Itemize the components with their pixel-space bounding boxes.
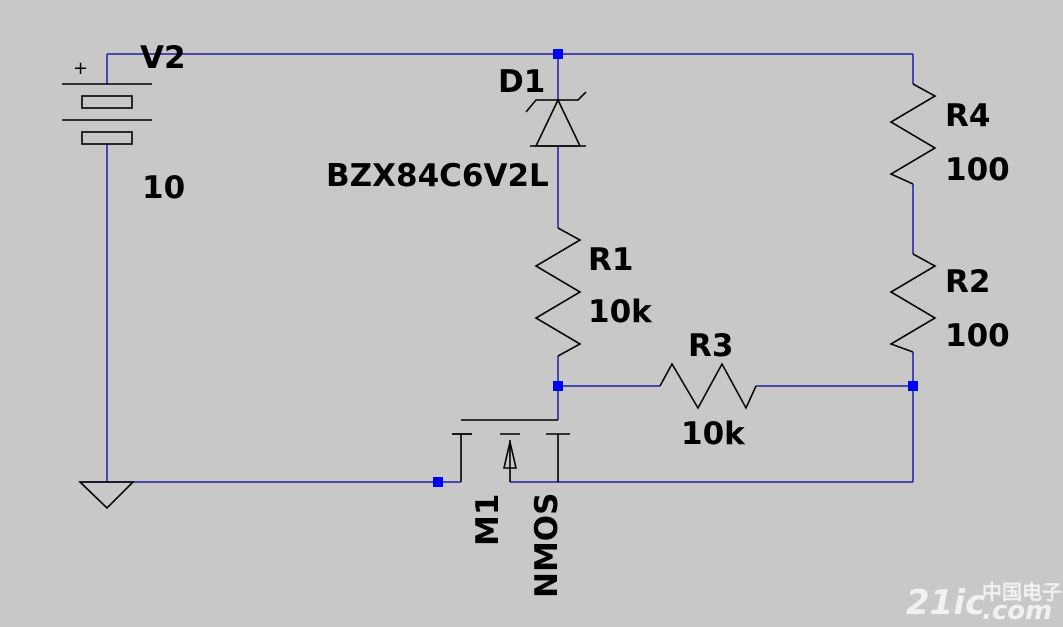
label-r2-value: 100	[945, 318, 1010, 354]
junction-gate	[433, 477, 443, 487]
resistor-r3[interactable]	[659, 362, 757, 410]
label-v2-value: 10	[142, 170, 185, 206]
label-m1-name: M1	[470, 494, 506, 546]
resistor-r4-zigzag	[889, 83, 937, 185]
resistor-r2[interactable]	[889, 253, 937, 353]
junctions	[433, 49, 918, 487]
wires	[80, 53, 914, 483]
resistor-r4[interactable]	[889, 83, 937, 185]
label-r3-name: R3	[688, 328, 733, 364]
label-r4-name: R4	[945, 98, 990, 134]
label-r1-name: R1	[588, 242, 633, 278]
ground-icon	[78, 481, 135, 510]
label-r2-name: R2	[945, 264, 990, 300]
label-r4-value: 100	[945, 152, 1010, 188]
resistor-r3-zigzag	[659, 362, 757, 410]
nmos-m1[interactable]	[452, 419, 570, 482]
label-m1-value: NMOS	[529, 493, 565, 598]
zener-diode-d1[interactable]	[525, 91, 587, 147]
battery-plus-sign: +	[73, 58, 88, 79]
junction-r3-r2	[908, 381, 918, 391]
watermark-brand-cn: 中国电子网	[982, 580, 1063, 604]
labels: V2 10 D1 BZX84C6V2L R1 10k R3 10k R4 100…	[140, 40, 1010, 598]
battery-v2[interactable]: +	[62, 58, 152, 145]
battery-cell-2	[81, 131, 133, 145]
label-d1-value: BZX84C6V2L	[326, 158, 549, 194]
nmos-body-arrow	[502, 441, 518, 469]
watermark-brand-number: 21ic	[906, 583, 985, 623]
watermark-brand-domain: .com	[982, 596, 1052, 626]
label-r3-value: 10k	[681, 416, 746, 452]
resistor-r1-zigzag	[534, 227, 582, 357]
junction-r1-r3	[553, 381, 563, 391]
junction-top-d1	[553, 49, 563, 59]
label-v2-name: V2	[140, 40, 186, 76]
label-d1-name: D1	[498, 64, 545, 100]
zener-triangle	[534, 98, 582, 147]
resistor-r1[interactable]	[534, 227, 582, 357]
resistor-r2-zigzag	[889, 253, 937, 353]
watermark-logo: 21ic 中国电子网 .com	[906, 580, 1063, 626]
battery-cell-1	[81, 95, 133, 109]
label-r1-value: 10k	[588, 294, 653, 330]
zener-cathode-bar	[525, 91, 587, 113]
